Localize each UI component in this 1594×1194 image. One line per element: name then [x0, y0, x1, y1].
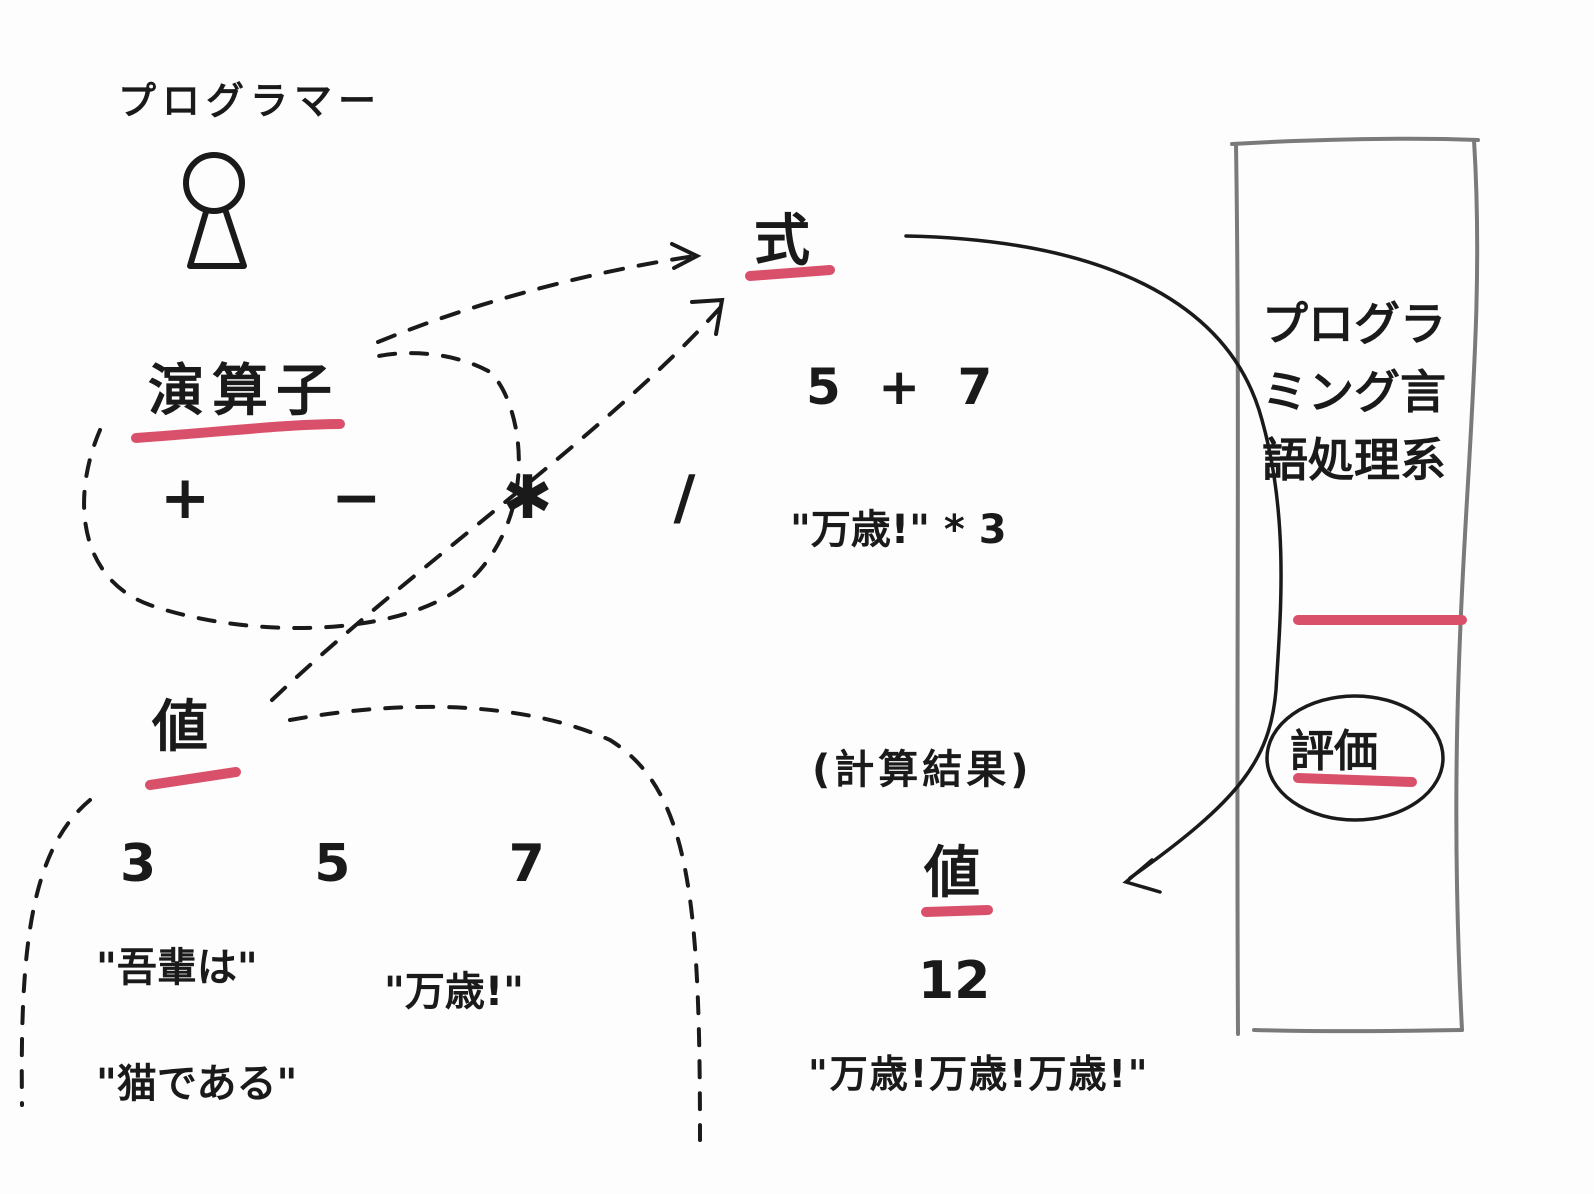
evaluation-arrow: [904, 234, 1283, 894]
result-value-label: 値: [924, 841, 980, 906]
value-group-outline: [19, 704, 702, 1142]
person-icon: [183, 152, 247, 269]
value-numbers: 3 5 7: [120, 834, 615, 894]
evaluate-label: 評価: [1290, 726, 1378, 777]
result-value-1: 12: [918, 951, 991, 1011]
value-label: 値: [152, 695, 208, 760]
programmer-label: プログラマー: [118, 79, 383, 123]
expression-example-1: 5 + 7: [806, 358, 1003, 416]
result-caption: (計算結果): [812, 747, 1033, 793]
expression-label: 式: [754, 209, 810, 274]
operator-label: 演算子: [148, 359, 340, 424]
evaluate-circle: [1265, 694, 1445, 822]
value-string-1: "吾輩は": [96, 945, 258, 991]
value-string-3: "猫である": [96, 1061, 298, 1107]
value-string-2: "万歳!": [384, 969, 524, 1015]
operator-symbols: + − ✱ /: [160, 463, 746, 533]
operator-to-expression-arrow: [376, 242, 702, 344]
value-to-expression-arrow: [270, 297, 725, 702]
expression-example-2: "万歳!" * 3: [790, 507, 1007, 553]
result-value-2: "万歳!万歳!万歳!": [808, 1052, 1150, 1096]
language-system-label: プログラミング言語処理系: [1262, 297, 1446, 488]
highlight-underlines: [131, 265, 1467, 917]
operator-group-outline: [82, 351, 521, 630]
language-system-box: [1230, 136, 1480, 1036]
